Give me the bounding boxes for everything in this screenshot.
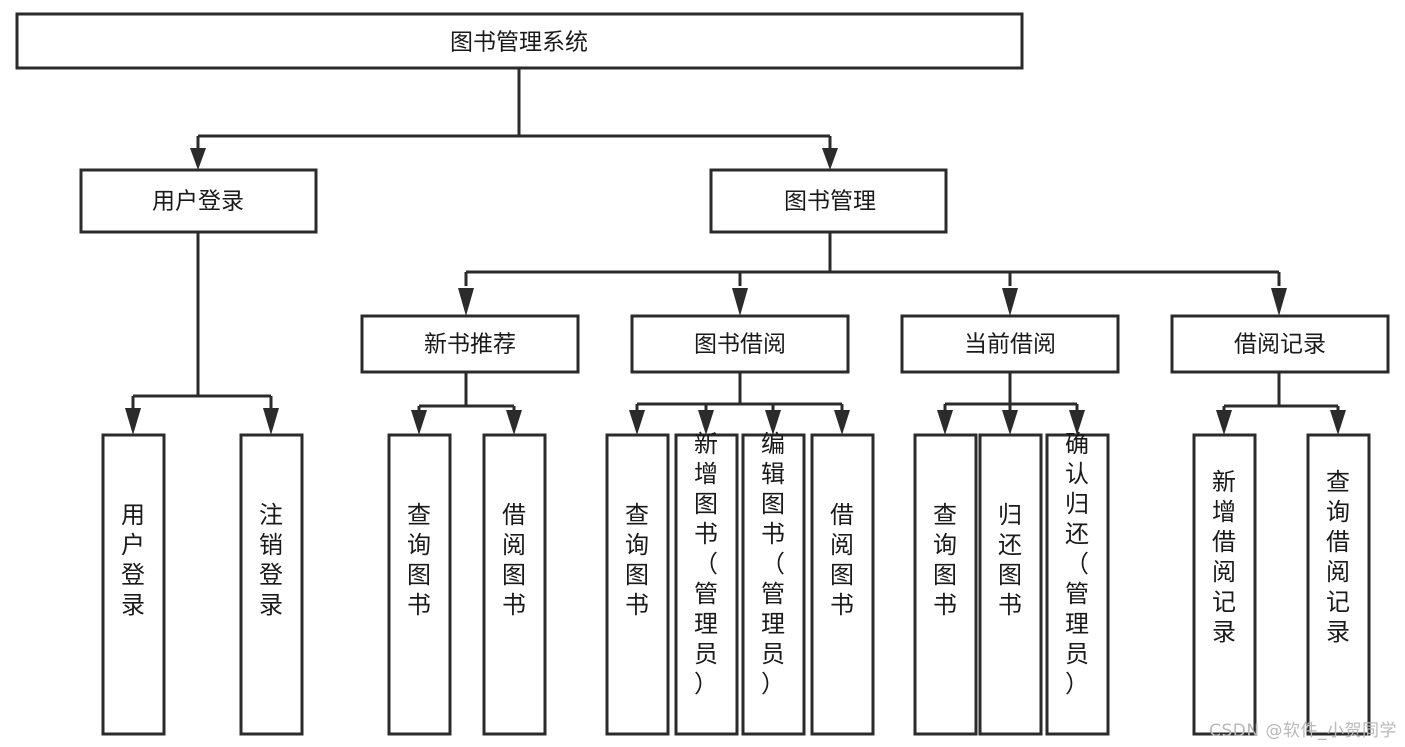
leaf-node[interactable]: 归还图书 [978, 433, 1043, 736]
node-book-management-box[interactable] [709, 168, 948, 234]
node-book-borrow-label: 图书借阅 [694, 332, 786, 358]
arrow-head-leaf-borrow-book-1 [506, 410, 522, 435]
leaf-node[interactable]: 查询图书 [605, 433, 670, 736]
arrow-head-book-manage [822, 148, 838, 170]
arrow-head-leaf-logout [263, 408, 279, 435]
leaf-return-book-box[interactable] [978, 433, 1043, 736]
leaf-logout-label: 注销登录 [259, 501, 283, 619]
node-book-borrow[interactable]: 图书借阅 [630, 314, 850, 374]
arrow-head-borrow-record [1271, 288, 1287, 316]
leaf-edit-book-label: 编辑图书（管理员） [761, 430, 785, 698]
arrow-head-leaf-user-login [125, 408, 141, 435]
node-user-login-box[interactable] [79, 168, 318, 234]
node-root-label: 图书管理系统 [450, 30, 588, 56]
arrow-head-leaf-return-book [1002, 410, 1018, 435]
leaf-confirm-return-label: 确认归还（管理员） [1065, 430, 1089, 698]
leaf-user-login-box[interactable] [101, 433, 166, 736]
leaf-node[interactable]: 查询图书 [913, 433, 978, 736]
arrow-head-leaf-add-book [698, 410, 714, 435]
node-book-management[interactable]: 图书管理 [709, 168, 948, 234]
arrow-head-leaf-query-book-2 [629, 410, 645, 435]
leaf-confirm-return-box[interactable] [1045, 433, 1110, 736]
arrow-head-leaf-add-record [1216, 410, 1232, 435]
leaf-return-book-label: 归还图书 [998, 501, 1022, 619]
node-new-book-recommend-label: 新书推荐 [424, 332, 516, 358]
node-user-login-label: 用户登录 [152, 189, 244, 215]
arrow-head-user-login [190, 148, 206, 170]
connector-layer [125, 68, 1346, 435]
node-user-login[interactable]: 用户登录 [79, 168, 318, 234]
arrow-head-leaf-confirm-return [1069, 410, 1085, 435]
node-book-borrow-box[interactable] [630, 314, 850, 374]
node-new-book-recommend-box[interactable] [360, 314, 580, 374]
leaf-add-book-box[interactable] [674, 433, 739, 736]
leaf-logout-box[interactable] [239, 433, 304, 736]
node-new-book-recommend[interactable]: 新书推荐 [360, 314, 580, 374]
leaf-query-book-current-box[interactable] [913, 433, 978, 736]
node-book-management-label: 图书管理 [784, 189, 876, 215]
leaf-borrow-book-borrow-label: 借阅图书 [830, 501, 854, 619]
node-current-borrow-box[interactable] [900, 314, 1120, 374]
arrow-head-leaf-query-record [1330, 410, 1346, 435]
node-borrow-record-label: 借阅记录 [1234, 332, 1326, 358]
arrow-head-leaf-borrow-book-2 [834, 410, 850, 435]
leaf-node[interactable]: 新增图书（管理员） [674, 430, 739, 736]
node-current-borrow[interactable]: 当前借阅 [900, 314, 1120, 374]
leaf-node[interactable]: 用户登录 [101, 433, 166, 736]
leaf-node[interactable]: 注销登录 [239, 433, 304, 736]
leaf-query-book-borrow-box[interactable] [605, 433, 670, 736]
leaf-add-borrow-record-box[interactable] [1192, 433, 1257, 736]
leaf-add-borrow-record-label: 新增借阅记录 [1212, 468, 1236, 646]
csdn-watermark: CSDN @软件_小贺同学 [1209, 721, 1397, 741]
arrow-head-leaf-query-book-3 [937, 410, 953, 435]
arrow-head-leaf-edit-book [765, 410, 781, 435]
node-borrow-record-box[interactable] [1170, 314, 1390, 374]
leaf-borrow-book-recommend-label: 借阅图书 [502, 501, 526, 619]
leaf-query-borrow-record-box[interactable] [1306, 433, 1371, 736]
node-borrow-record[interactable]: 借阅记录 [1170, 314, 1390, 374]
leaf-query-book-recommend-label: 查询图书 [407, 501, 431, 619]
leaf-query-book-recommend-box[interactable] [387, 433, 452, 736]
node-root-system[interactable]: 图书管理系统 [15, 12, 1024, 70]
leaf-borrow-book-recommend-box[interactable] [482, 433, 547, 736]
leaf-node[interactable]: 查询图书 [387, 433, 452, 736]
arrow-head-leaf-query-book-1 [411, 410, 427, 435]
leaf-node[interactable]: 借阅图书 [482, 433, 547, 736]
leaf-query-book-current-label: 查询图书 [933, 501, 957, 619]
node-current-borrow-label: 当前借阅 [964, 332, 1056, 358]
leaf-query-book-borrow-label: 查询图书 [625, 501, 649, 619]
leaf-node[interactable]: 新增借阅记录 [1192, 433, 1257, 736]
leaf-edit-book-box[interactable] [741, 433, 806, 736]
leaf-node[interactable]: 查询借阅记录 [1306, 433, 1371, 736]
leaf-node[interactable]: 编辑图书（管理员） [741, 430, 806, 736]
leaf-user-login-label: 用户登录 [121, 501, 145, 619]
leaf-node[interactable]: 借阅图书 [810, 433, 875, 736]
leaf-add-book-label: 新增图书（管理员） [694, 430, 718, 698]
node-root-box[interactable] [15, 12, 1024, 70]
arrow-head-new-book [458, 288, 474, 316]
arrow-head-book-borrow [732, 288, 748, 316]
leaf-borrow-book-borrow-box[interactable] [810, 433, 875, 736]
leaf-query-borrow-record-label: 查询借阅记录 [1326, 468, 1350, 646]
arrow-head-current-borrow [1002, 288, 1018, 316]
leaf-node[interactable]: 确认归还（管理员） [1045, 430, 1110, 736]
